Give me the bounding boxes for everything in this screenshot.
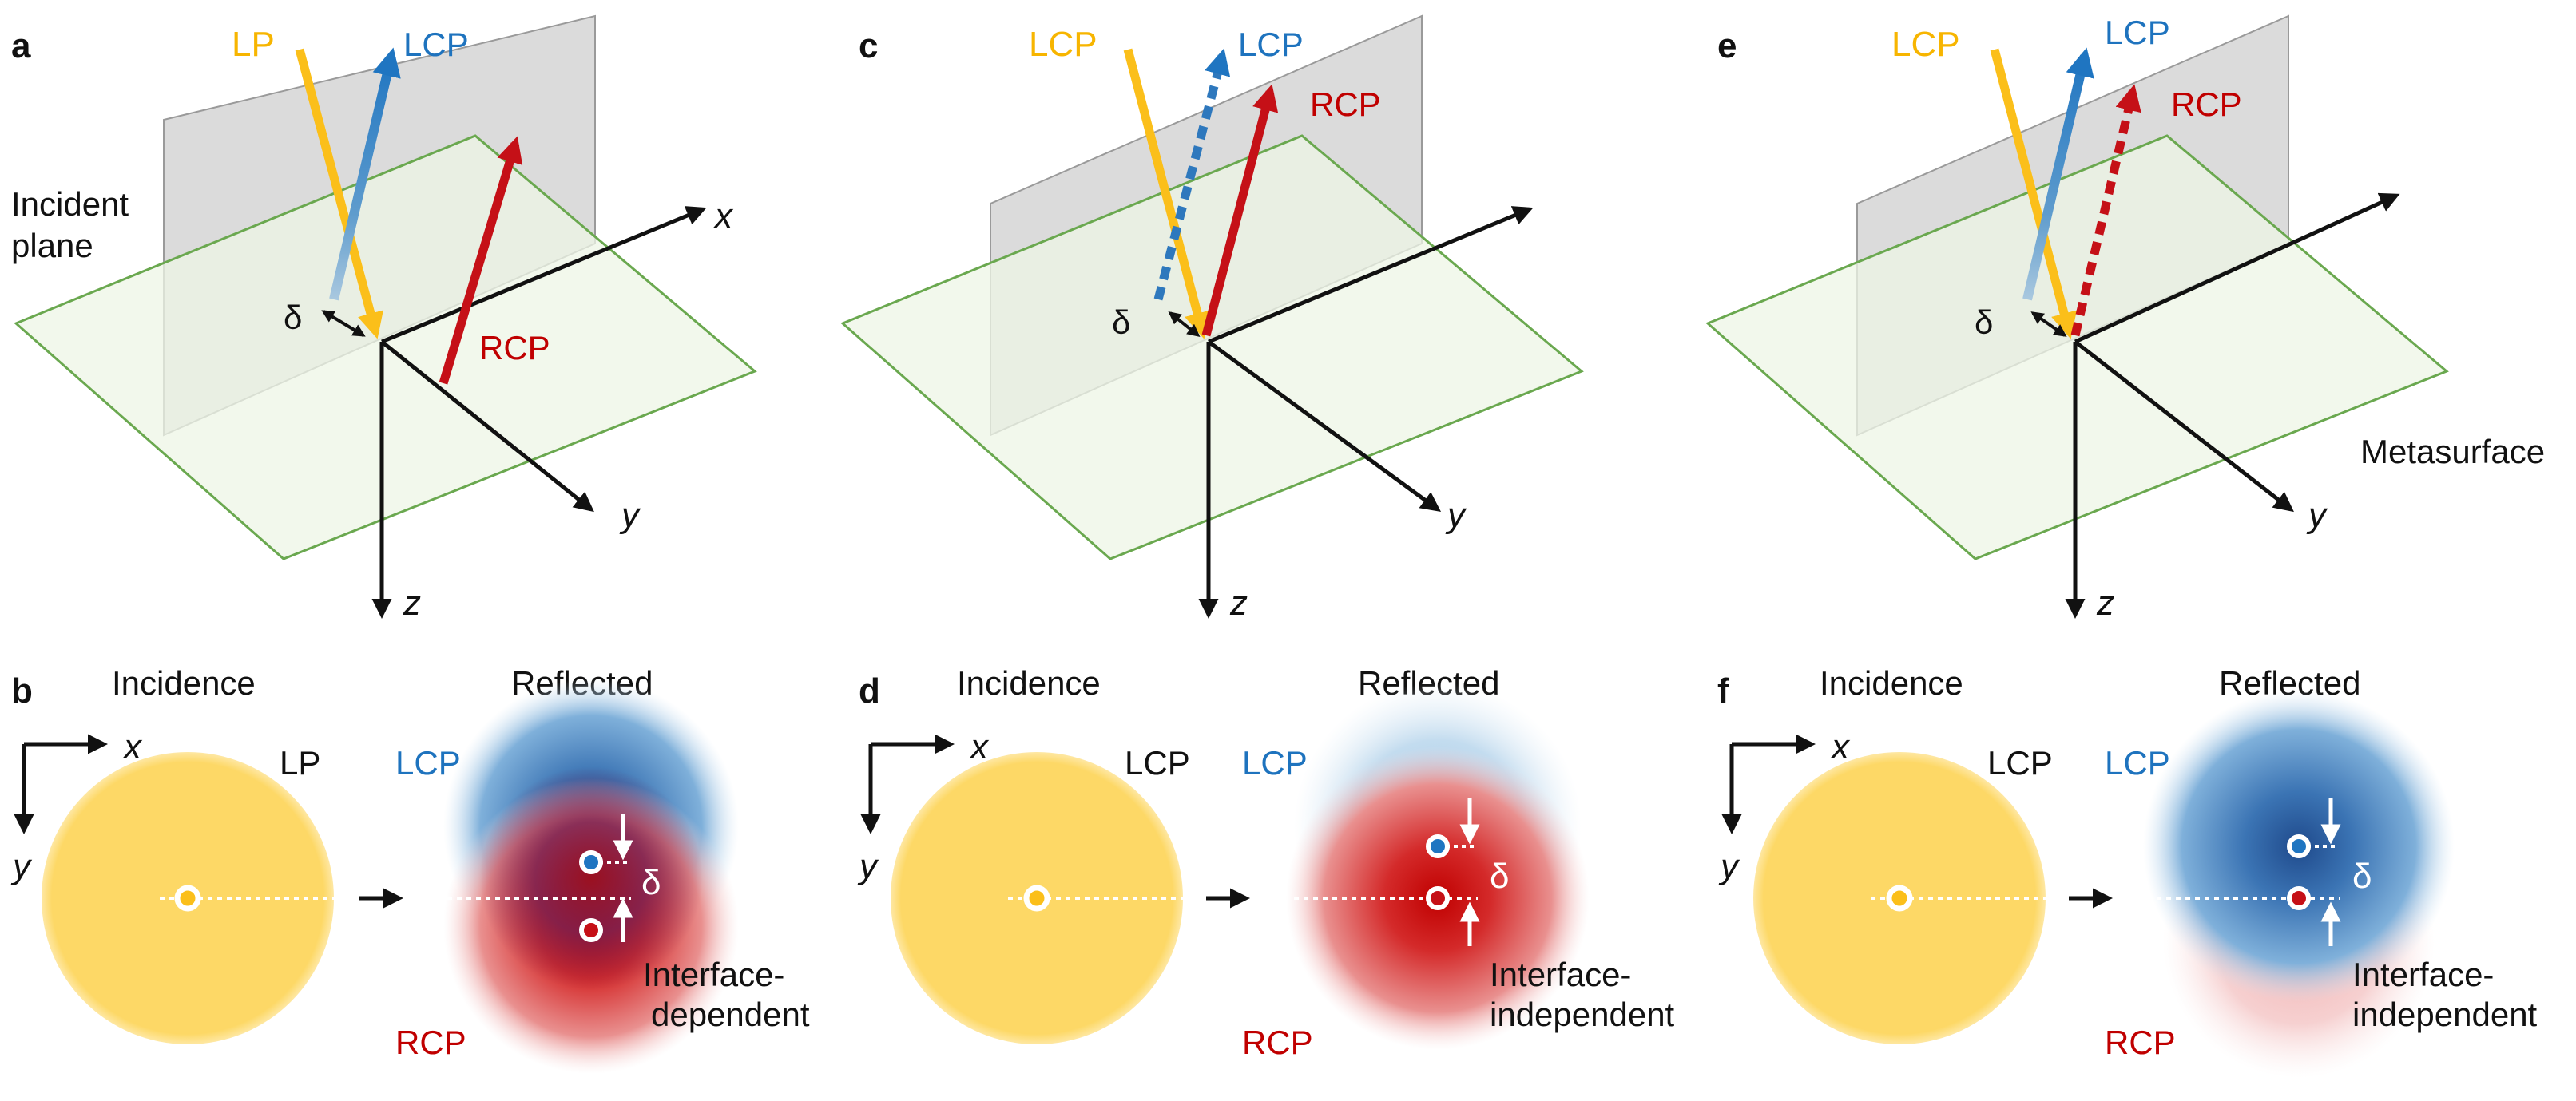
panel-letter-d: d <box>859 671 880 711</box>
lcp-label: LCP <box>2105 744 2170 782</box>
delta-label: δ <box>284 299 302 336</box>
panel-b: b x y Incidence Reflected LP δ LCP RCP I… <box>10 664 810 1074</box>
lcp-label: LCP <box>395 744 461 782</box>
incidence-title: Incidence <box>957 664 1101 702</box>
panel-letter-b: b <box>11 671 33 711</box>
reflected-rcp-arrow <box>2070 84 2141 337</box>
incident-beam-arrow <box>1990 48 2078 339</box>
rcp-centroid <box>579 918 603 942</box>
y-axis-label: y <box>1718 847 1740 886</box>
delta-label: δ <box>2352 857 2372 896</box>
x-axis-label: x <box>1830 727 1851 766</box>
reflected-rcp-label: RCP <box>1310 85 1381 123</box>
lcp-centroid <box>579 850 603 874</box>
y-axis-label: y <box>619 496 641 535</box>
note-line2: independent <box>2352 996 2538 1033</box>
panel-f: f x y Incidence Reflected LCP δ LCP RCP … <box>1717 664 2538 1078</box>
delta-arrow <box>1168 311 1201 337</box>
reflected-rcp-arrow <box>1201 84 1279 337</box>
x-axis <box>1208 206 1534 344</box>
panel-a: a LP LCP RCP Incident plane δ x y z <box>11 14 757 623</box>
note-line1: Interface- <box>1490 956 1631 993</box>
reflected-lcp-arrow <box>2022 47 2094 301</box>
rcp-label: RCP <box>1242 1024 1313 1061</box>
reflected-rcp-label: RCP <box>479 329 550 366</box>
y-axis-label: y <box>10 847 33 886</box>
incident-label: LCP <box>1891 25 1960 64</box>
reflected-rcp-arrow <box>439 136 523 385</box>
incident-beam-arrow <box>295 48 383 339</box>
reflected-lcp-arrow <box>1153 48 1231 301</box>
x-axis-label: x <box>713 196 734 236</box>
panel-letter-c: c <box>859 26 878 65</box>
reflected-lcp-arrow <box>329 47 401 301</box>
interface-plane <box>14 134 757 560</box>
panel-d: d x y Incidence Reflected LCP δ LCP RCP … <box>857 664 1675 1061</box>
interface-plane <box>840 134 1584 560</box>
panel-c: c LCP LCP RCP δ y z <box>840 14 1584 623</box>
beam-center-marker <box>1023 885 1050 912</box>
y-axis <box>1207 339 1442 512</box>
lcp-label: LCP <box>1242 744 1308 782</box>
lcp-centroid <box>2287 834 2311 858</box>
beam-overlap <box>479 766 703 990</box>
plane-label-line1: Incident <box>11 185 129 223</box>
incident-beam-arrow <box>1123 48 1211 339</box>
x-axis-label: x <box>969 727 990 766</box>
note-line2: independent <box>1490 996 1675 1033</box>
beam-center-marker <box>1886 885 1913 912</box>
incident-pol-label: LCP <box>1987 744 2053 782</box>
x-axis <box>2074 192 2400 344</box>
delta-label: δ <box>1975 303 1993 341</box>
z-axis-label: z <box>2096 584 2114 623</box>
delta-arrow <box>321 310 366 337</box>
z-axis-label: z <box>1229 584 1248 623</box>
panel-e: e LCP LCP RCP δ Metasurface y z <box>1705 14 2545 623</box>
note-line2: dependent <box>651 996 810 1033</box>
rcp-centroid <box>2287 886 2311 910</box>
rcp-centroid <box>1426 886 1450 910</box>
note-line1: Interface- <box>643 956 784 993</box>
rcp-label: RCP <box>2105 1024 2176 1061</box>
plane-label-line2: plane <box>11 227 93 264</box>
incident-label: LCP <box>1029 25 1097 64</box>
incident-label: LP <box>232 25 275 64</box>
panel-letter-e: e <box>1717 26 1737 65</box>
panel-letter-f: f <box>1717 671 1729 711</box>
y-axis <box>380 340 594 513</box>
rcp-label: RCP <box>395 1024 466 1061</box>
y-axis-label: y <box>857 847 879 886</box>
reflected-lcp-label: LCP <box>403 26 469 63</box>
reflected-lcp-label: LCP <box>1238 26 1304 63</box>
reflected-rcp-label: RCP <box>2171 85 2242 123</box>
incidence-title: Incidence <box>112 664 256 702</box>
y-axis <box>2074 340 2294 513</box>
note-line1: Interface- <box>2352 956 2494 993</box>
metasurface-label: Metasurface <box>2360 433 2545 470</box>
incident-pol-label: LP <box>280 744 320 782</box>
y-axis-label: y <box>1445 496 1467 535</box>
incidence-title: Incidence <box>1820 664 1963 702</box>
x-axis <box>381 206 707 344</box>
x-axis-label: x <box>122 727 143 766</box>
delta-label: δ <box>1112 303 1130 341</box>
panel-letter-a: a <box>11 26 31 65</box>
reflected-lcp-label: LCP <box>2105 14 2170 51</box>
z-axis-label: z <box>403 584 421 623</box>
delta-label: δ <box>1490 857 1510 896</box>
delta-arrow <box>2030 311 2067 337</box>
beam-center-marker <box>174 885 201 912</box>
lcp-centroid <box>1426 834 1450 858</box>
incident-pol-label: LCP <box>1125 744 1190 782</box>
y-axis-label: y <box>2306 496 2328 535</box>
delta-label: δ <box>641 863 661 902</box>
